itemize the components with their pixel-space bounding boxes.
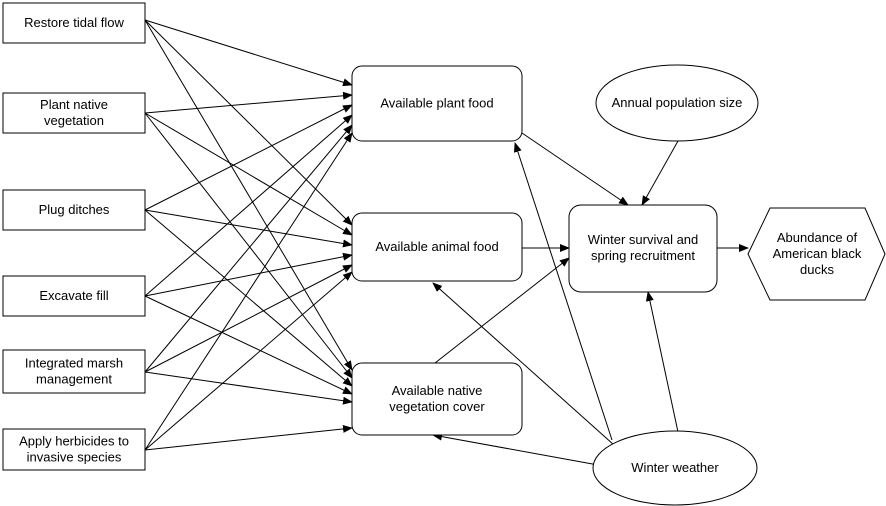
edge-integrated-to-plantfood [144,124,353,373]
action-node-restore: Restore tidal flow [2,2,146,44]
action-node-plug: Plug ditches [2,189,146,231]
survival-label: Winter survival and [588,232,699,247]
survival-label: spring recruitment [591,248,695,263]
edge-plug-to-cover [144,209,353,387]
edge-weather-to-animalfood [432,282,615,446]
edge-plug-to-plantfood [144,104,353,211]
edge-plug-to-animalfood [144,209,353,248]
population-node: Annual population size [595,64,759,142]
resource-cover-label: vegetation cover [389,399,485,414]
edge-herbicides-to-plantfood [144,132,353,451]
action-restore-label: Restore tidal flow [24,15,124,30]
action-herbicides-label: Apply herbicides to [19,434,129,449]
edge-integrated-to-cover [144,371,353,405]
edge-weather-to-survival [645,291,679,433]
edge-weather-to-cover [432,432,599,466]
edge-restore-to-cover [144,19,353,371]
edge-plant-to-plantfood [144,91,353,114]
population-label: Annual population size [612,95,743,110]
outcome-label: Abundance of [777,230,858,245]
action-herbicides-label: invasive species [27,450,122,465]
action-plug-label: Plug ditches [39,202,110,217]
outcome-label: American black [773,246,862,261]
resource-node-animalfood: Available animal food [351,212,523,282]
edge-integrated-to-animalfood [144,264,353,373]
action-plant-label: Plant native [40,97,108,112]
edge-restore-to-animalfood [144,19,353,226]
action-plant-label: vegetation [44,113,104,128]
action-node-excavate: Excavate fill [2,275,146,317]
action-excavate-label: Excavate fill [39,288,108,303]
edge-restore-to-plantfood [144,19,353,87]
weather-node: Winter weather [592,430,758,506]
edge-population-to-survival [641,140,679,206]
edge-weather-to-plantfood [513,142,613,441]
edge-plant-to-cover [144,112,353,379]
edge-herbicides-to-cover [144,424,353,451]
edge-plant-to-animalfood [144,112,353,236]
action-integrated-label: management [36,372,112,387]
edge-excavate-to-animalfood [144,252,353,297]
resource-animalfood-label: Available animal food [375,239,498,254]
edge-excavate-to-cover [144,295,353,395]
outcome-label: ducks [800,262,834,277]
resource-node-plantfood: Available plant food [351,65,523,142]
resource-cover-label: Available native [392,383,483,398]
edge-herbicides-to-animalfood [144,271,353,451]
weather-label: Winter weather [631,460,719,475]
edge-excavate-to-plantfood [144,114,353,297]
edge-plantfood-to-survival [521,132,629,206]
action-integrated-label: Integrated marsh [25,356,123,371]
edge-cover-to-survival [434,257,570,364]
resource-plantfood-label: Available plant food [380,96,493,111]
